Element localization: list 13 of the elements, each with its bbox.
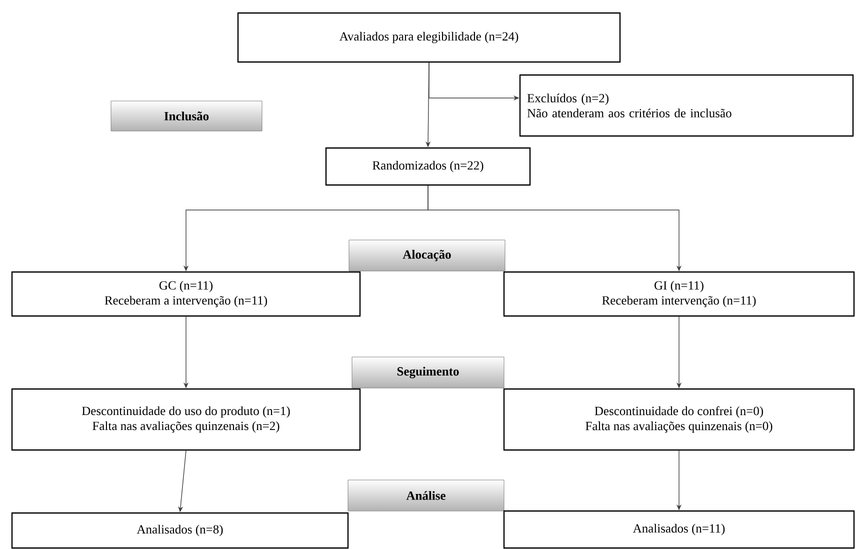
process-box: Randomizados (n=22) — [325, 147, 531, 186]
exclusion-box: Excluídos (n=2) Não atenderam aos critérios de inclusão — [519, 74, 854, 137]
process-box: GI (n=11) Receberam intervenção (n=11) — [503, 271, 855, 317]
stage-label: Alocação — [348, 240, 506, 272]
process-box: Avaliados para elegibilidade (n=24) — [237, 12, 621, 63]
process-box: Descontinuidade do confrei (n=0) Falta nas avaliações quinzenais (n=0) — [503, 388, 855, 451]
stage-label: Análise — [348, 480, 504, 512]
process-box: GC (n=11) Receberam a intervenção (n=11) — [11, 271, 361, 317]
process-box: Analisados (n=8) — [11, 512, 349, 549]
stage-label: Seguimento — [352, 356, 504, 388]
process-box: Descontinuidade do uso do produto (n=1) Falta nas avaliações quinzenais (n=2) — [11, 388, 361, 451]
process-box: Analisados (n=11) — [503, 510, 855, 549]
stage-label: Inclusão — [110, 100, 262, 132]
